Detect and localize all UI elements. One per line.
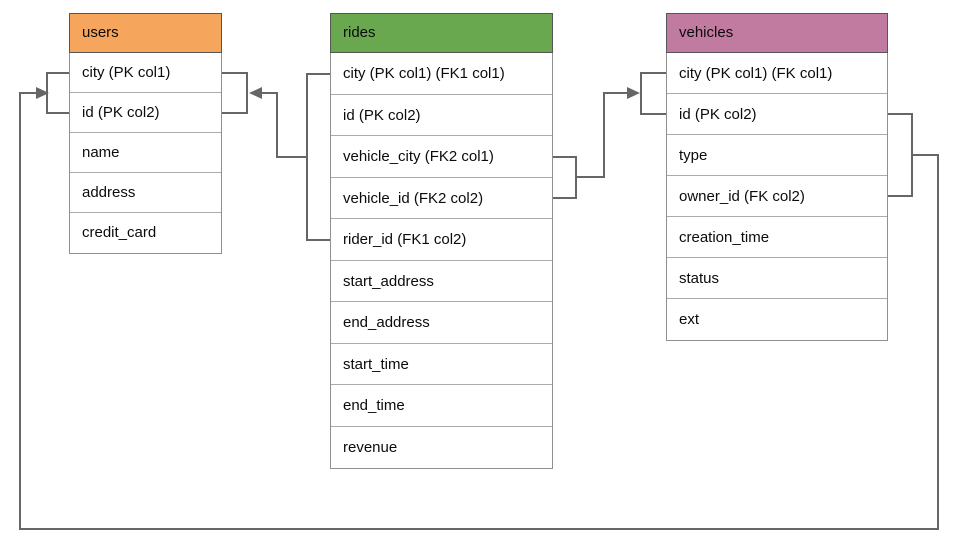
table-row: type bbox=[667, 135, 887, 176]
table-row: id (PK col2) bbox=[331, 94, 552, 136]
arrowhead-right-icon bbox=[36, 87, 49, 99]
table-row: city (PK col1) (FK1 col1) bbox=[331, 53, 552, 95]
table-row: id (PK col2) bbox=[667, 94, 887, 135]
table-row: owner_id (FK col2) bbox=[667, 176, 887, 217]
table-rows-rides: city (PK col1) (FK1 col1)id (PK col2)veh… bbox=[330, 53, 553, 469]
table-row: start_address bbox=[331, 260, 552, 302]
table-row: start_time bbox=[331, 343, 552, 385]
table-row: status bbox=[667, 258, 887, 299]
table-row: vehicle_city (FK2 col1) bbox=[331, 136, 552, 178]
table-rows-vehicles: city (PK col1) (FK col1)id (PK col2)type… bbox=[666, 53, 888, 341]
table-row: ext bbox=[667, 299, 887, 340]
table-row: city (PK col1) (FK col1) bbox=[667, 53, 887, 94]
table-row: name bbox=[70, 133, 221, 173]
table-header-rides: rides bbox=[330, 13, 553, 53]
table-row: city (PK col1) bbox=[70, 53, 221, 93]
table-row: address bbox=[70, 173, 221, 213]
arrowhead-left-icon bbox=[249, 87, 262, 99]
table-row: credit_card bbox=[70, 213, 221, 253]
table-rides: rides city (PK col1) (FK1 col1)id (PK co… bbox=[330, 13, 553, 469]
table-row: rider_id (FK1 col2) bbox=[331, 219, 552, 261]
table-row: revenue bbox=[331, 426, 552, 468]
table-row: end_address bbox=[331, 302, 552, 344]
table-row: id (PK col2) bbox=[70, 93, 221, 133]
table-row: end_time bbox=[331, 385, 552, 427]
connector-rides-to-vehicles bbox=[553, 72, 666, 199]
table-vehicles: vehicles city (PK col1) (FK col1)id (PK … bbox=[666, 13, 888, 341]
connector-rides-to-users bbox=[222, 72, 330, 241]
table-row: creation_time bbox=[667, 217, 887, 258]
table-header-users: users bbox=[69, 13, 222, 53]
table-header-vehicles: vehicles bbox=[666, 13, 888, 53]
table-row: vehicle_id (FK2 col2) bbox=[331, 177, 552, 219]
arrowhead-right-icon bbox=[627, 87, 640, 99]
